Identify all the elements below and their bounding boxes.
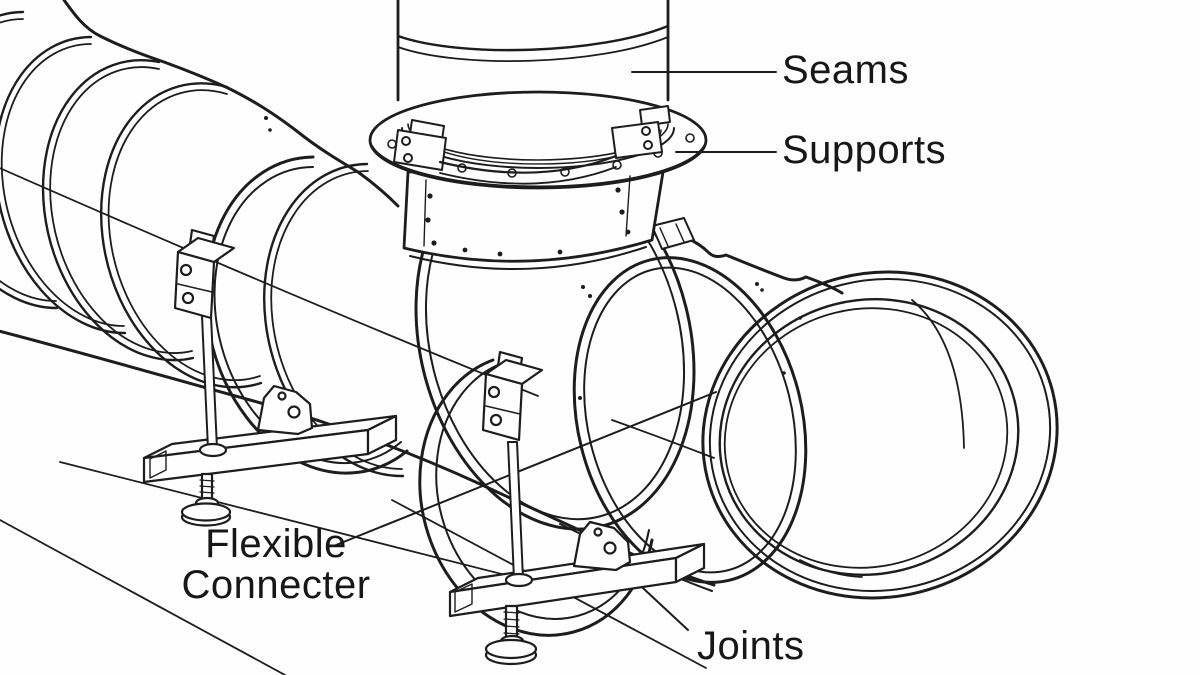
label-flexible-line1: Flexible xyxy=(205,522,347,566)
flexible-connecter-leader xyxy=(335,391,717,546)
bracket-foot-right xyxy=(572,520,632,572)
flange-strap xyxy=(438,154,618,174)
branch-panel-lines xyxy=(423,175,631,247)
branch-flange xyxy=(368,90,708,190)
hanger-rod-right xyxy=(504,441,534,588)
label-seams: Seams xyxy=(782,48,909,92)
branch-top-band xyxy=(396,24,670,52)
leveling-foot-right xyxy=(484,604,538,666)
open-end-inner-arc xyxy=(911,299,965,449)
branch-lower-body xyxy=(402,164,666,263)
label-flexible-connecter: Flexible Connecter xyxy=(120,524,432,606)
bracket-foot-left xyxy=(256,384,314,436)
open-end-rim xyxy=(701,270,1059,600)
label-flexible-line2: Connecter xyxy=(181,563,371,607)
label-supports: Supports xyxy=(782,128,947,172)
duct-top-edge-left xyxy=(62,0,400,208)
duct-top-edge-right xyxy=(656,226,844,295)
leveling-foot-left xyxy=(180,472,232,527)
flange-clamp-right xyxy=(611,105,671,159)
flange-clamp-left xyxy=(393,119,447,171)
label-joints: Joints xyxy=(697,624,805,668)
branch-saddle-band xyxy=(409,246,647,271)
band-clamp-left xyxy=(173,228,236,320)
band-buckle xyxy=(651,217,695,250)
support-stand-right xyxy=(448,350,706,666)
open-end-inner-arc-bottom xyxy=(799,559,863,578)
branch-rivets xyxy=(425,187,631,257)
support-stand-left xyxy=(142,228,398,527)
duct-rivets xyxy=(264,116,802,400)
support-band-ring-left xyxy=(204,155,409,475)
flange-thickness xyxy=(370,144,706,188)
branch-duct xyxy=(368,0,708,271)
band-clamp-right xyxy=(481,350,544,442)
